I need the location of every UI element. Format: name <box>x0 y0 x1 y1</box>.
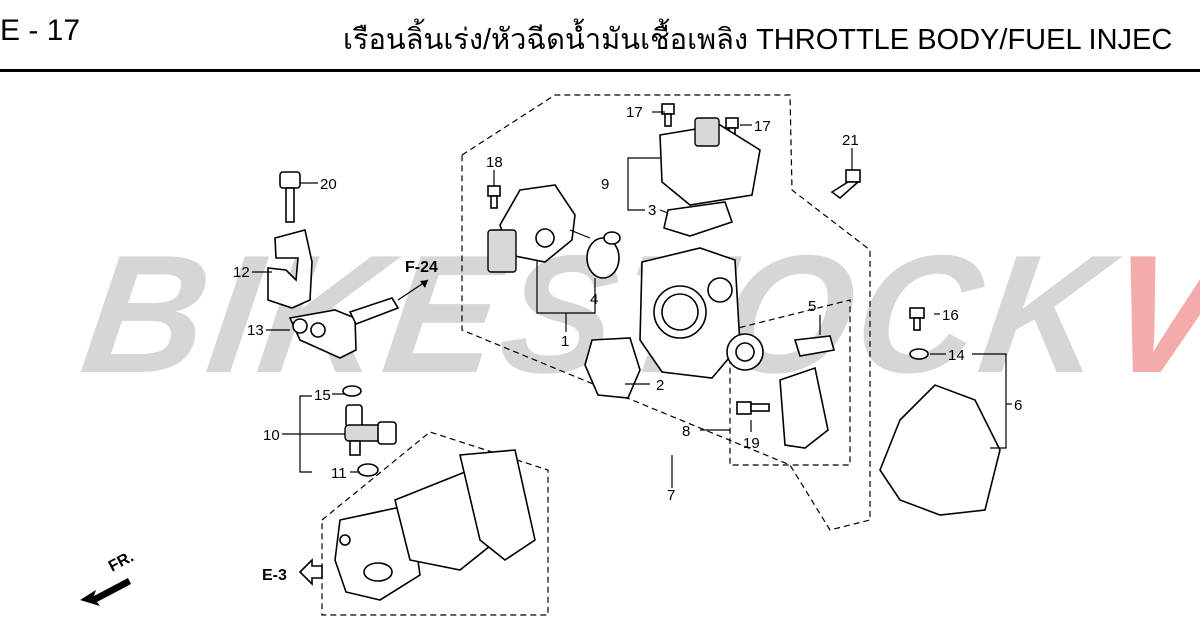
callout-15: 15 <box>314 387 331 404</box>
throttle-body <box>639 247 764 379</box>
washer-14 <box>909 348 929 360</box>
f24-reference: F-24 <box>397 259 438 301</box>
callout-16: 16 <box>942 307 959 324</box>
e3-reference: E-3 <box>262 558 323 586</box>
callout-19: 19 <box>743 435 760 452</box>
seal-11 <box>357 463 379 477</box>
fr-label: FR. <box>106 548 137 575</box>
page-code: E - 17 <box>0 14 81 47</box>
callout-7: 7 <box>667 487 675 504</box>
front-direction-indicator: FR. <box>80 548 137 606</box>
callout-9: 9 <box>601 176 609 193</box>
f24-label: F-24 <box>405 259 438 276</box>
injector-10 <box>344 404 397 456</box>
screw-18 <box>487 185 501 209</box>
callout-17a: 17 <box>626 104 643 121</box>
callout-10: 10 <box>263 427 280 444</box>
screw-16 <box>909 307 925 331</box>
callout-17b: 17 <box>754 118 771 135</box>
callout-8: 8 <box>682 423 690 440</box>
callout-1: 1 <box>561 333 569 350</box>
page-title: เรือนลิ้นเร่ง/หัวฉีดน้ำมันเชื้อเพลิง THR… <box>343 24 1173 56</box>
throttle-sensor-1 <box>487 184 591 273</box>
bracket-12 <box>267 229 313 309</box>
leader-lines <box>252 111 1012 488</box>
seal-3 <box>663 201 734 237</box>
intake-pipe <box>334 449 536 601</box>
gasket-2 <box>584 337 641 399</box>
callout-14: 14 <box>948 347 965 364</box>
callout-13: 13 <box>247 322 264 339</box>
bracket-8 <box>779 366 829 449</box>
callout-20: 20 <box>320 176 337 193</box>
gasket-4-tab <box>603 231 621 245</box>
fuel-connector-13 <box>288 297 400 359</box>
assembly-outline-inlet <box>321 431 549 616</box>
bolt-17a <box>661 103 675 127</box>
page-header: E - 17 เรือนลิ้นเร่ง/หัวฉีดน้ำมันเชื้อเพ… <box>0 0 1200 72</box>
callout-21: 21 <box>842 132 859 149</box>
bolt-20 <box>279 171 301 223</box>
bolt-19 <box>736 401 770 415</box>
callout-18: 18 <box>486 154 503 171</box>
callout-5: 5 <box>808 298 816 315</box>
o-ring-15 <box>342 385 362 397</box>
callout-11: 11 <box>331 465 347 482</box>
assembly-outline-8 <box>729 299 851 466</box>
callout-3: 3 <box>648 202 656 219</box>
e3-label: E-3 <box>262 567 287 584</box>
callout-12: 12 <box>233 264 250 281</box>
link-5 <box>793 335 836 357</box>
gasket-4 <box>586 237 620 279</box>
bolt-21 <box>830 169 861 200</box>
callout-4: 4 <box>590 291 598 308</box>
control-valve-9 <box>659 117 761 206</box>
callout-2: 2 <box>656 377 664 394</box>
cover-6 <box>879 384 1001 516</box>
callout-6: 6 <box>1014 397 1022 414</box>
